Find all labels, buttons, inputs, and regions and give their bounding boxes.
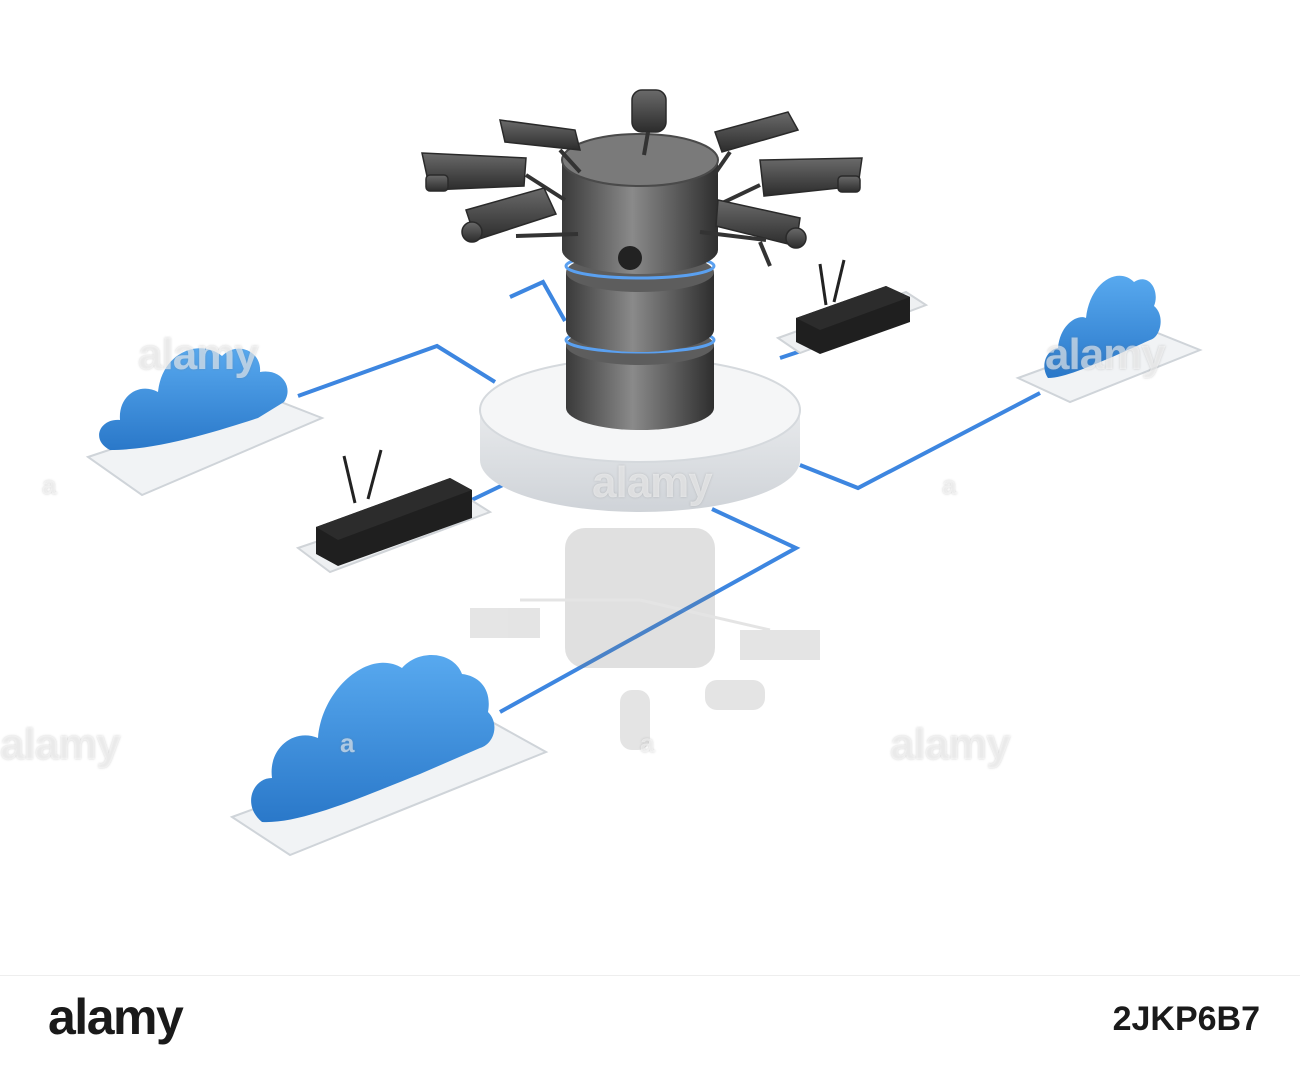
camera-icon bbox=[712, 111, 800, 177]
router-right bbox=[775, 259, 929, 355]
watermark-mark: a bbox=[640, 728, 655, 758]
watermark: alamy bbox=[592, 458, 713, 507]
footer-logo: alamy bbox=[48, 989, 184, 1045]
cloud-icon bbox=[251, 655, 495, 823]
watermark-mark: a bbox=[340, 728, 355, 758]
camera-icon bbox=[461, 187, 579, 243]
camera-icon bbox=[499, 119, 582, 174]
camera-icon bbox=[717, 157, 863, 207]
watermark-mark: a bbox=[42, 470, 57, 500]
security-cameras bbox=[421, 89, 863, 267]
watermark: alamy bbox=[138, 330, 259, 379]
network-illustration bbox=[85, 89, 1203, 857]
cloud-bottom bbox=[229, 655, 549, 857]
image-id: 2JKP6B7 bbox=[1112, 1000, 1260, 1038]
server-reflection bbox=[470, 528, 820, 750]
watermark: alamy bbox=[890, 720, 1011, 769]
footer-bar: alamy 2JKP6B7 bbox=[0, 975, 1300, 1066]
cloud-icon bbox=[1044, 275, 1161, 378]
cloud-right bbox=[1015, 275, 1203, 404]
watermark-mark: a bbox=[942, 470, 957, 500]
watermark: alamy bbox=[0, 720, 121, 769]
cloud-left bbox=[85, 348, 325, 497]
watermark: alamy bbox=[1045, 330, 1166, 379]
camera-icon bbox=[699, 199, 807, 267]
camera-icon bbox=[631, 89, 667, 156]
camera-icon bbox=[421, 152, 567, 202]
cloud-icon bbox=[99, 348, 288, 450]
router-left bbox=[295, 449, 493, 574]
server-icon bbox=[561, 133, 719, 430]
